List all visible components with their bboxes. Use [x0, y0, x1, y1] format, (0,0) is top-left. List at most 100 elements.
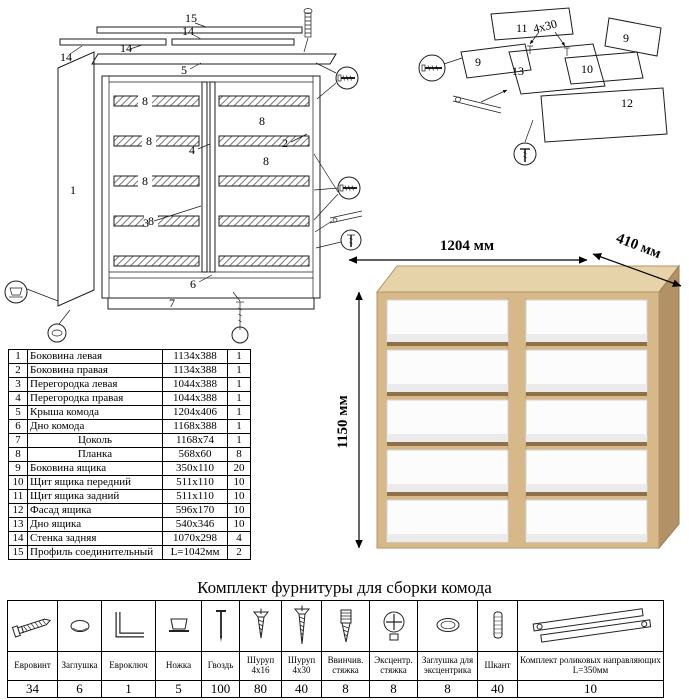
insert-nut-icon	[340, 609, 351, 643]
part-qty: 10	[227, 489, 251, 504]
cam-cap-icon	[436, 618, 459, 632]
hardware-cell	[201, 600, 240, 652]
part-name: Щит ящика передний	[27, 475, 163, 490]
part-name: Боковина правая	[27, 363, 163, 378]
leg-icon	[168, 618, 189, 632]
small-screw-icon	[564, 47, 570, 56]
part-qty: 8	[227, 447, 251, 462]
part-name: Щит ящика задний	[27, 489, 163, 504]
part-size: 1070x298	[162, 531, 228, 546]
part-qty: 10	[227, 503, 251, 518]
part-size: 596x170	[162, 503, 228, 518]
part-number: 10	[8, 475, 28, 490]
callout-9: 9	[623, 31, 629, 45]
callout-8: 8	[142, 174, 148, 188]
hardware-cell	[101, 600, 156, 652]
part-number: 14	[8, 531, 28, 546]
part-size: 1134x388	[162, 349, 228, 364]
hardware-qty: 1	[101, 680, 156, 698]
part-qty: 1	[227, 433, 251, 448]
callout-14: 14	[60, 50, 72, 64]
hardware-cell	[281, 600, 322, 652]
part-number: 4	[8, 391, 28, 406]
part-connecting-profile	[96, 26, 303, 34]
dresser-right-face	[658, 264, 680, 550]
callout-3: 3	[143, 216, 149, 230]
roller-guide-icon	[452, 89, 508, 114]
part-qty: 1	[227, 419, 251, 434]
part-name: Стенка задняя	[27, 531, 163, 546]
callout-6: 6	[190, 277, 196, 291]
hardware-qty: 5	[155, 680, 202, 698]
part-drawer-side	[604, 17, 662, 57]
hardware-qty: 8	[369, 680, 418, 698]
part-size: 1204x406	[162, 405, 228, 420]
drawer-rails	[113, 95, 310, 267]
hardware-qty: 8	[417, 680, 478, 698]
part-number: 11	[8, 489, 28, 504]
hardware-name: Шуруп 4x30	[281, 651, 322, 681]
part-name: Крыша комода	[27, 405, 163, 420]
part-drawer-bottom	[508, 43, 606, 95]
callout-10: 10	[581, 62, 593, 76]
part-number: 2	[8, 363, 28, 378]
part-name: Фасад ящика	[27, 503, 163, 518]
roller-guides-icon	[532, 608, 651, 643]
part-partition-right	[209, 81, 216, 273]
part-qty: 1	[227, 377, 251, 392]
svg-text:410 мм: 410 мм	[614, 230, 663, 262]
cap-icon	[70, 620, 89, 632]
euro-screw-detail	[315, 62, 359, 100]
drawer-exploded-diagram: 11 4x30 9 9 13 10 12	[418, 7, 668, 166]
hardware-kit-title: Комплект фурнитуры для сборки комода	[197, 578, 492, 597]
part-qty: 2	[227, 545, 251, 560]
callout-8: 8	[263, 154, 269, 168]
euro-screw-detail	[313, 153, 361, 221]
callout-14: 14	[182, 24, 194, 38]
callout-12: 12	[621, 96, 633, 110]
part-size: 350x110	[162, 461, 228, 476]
leg-detail	[4, 280, 59, 304]
hardware-names-row: Евровинт Заглушка Евроключ Ножка Гвоздь …	[7, 651, 664, 681]
euro-screw-detail	[418, 54, 463, 82]
callout-8: 8	[148, 214, 154, 228]
part-number: 7	[8, 433, 28, 448]
part-qty: 4	[227, 531, 251, 546]
hardware-name: Эксцентр. стяжка	[369, 651, 418, 681]
part-drawer-back	[490, 7, 574, 41]
part-number: 8	[8, 447, 28, 462]
callout-5: 5	[181, 63, 187, 77]
part-qty: 1	[227, 391, 251, 406]
part-number: 5	[8, 405, 28, 420]
screw-4x16-icon	[252, 608, 269, 639]
part-number: 13	[8, 517, 28, 532]
part-name: Профиль соединительный	[27, 545, 163, 560]
hardware-qty: 80	[239, 680, 282, 698]
hardware-qty: 40	[281, 680, 322, 698]
screw-detail	[231, 291, 249, 344]
callout-9: 9	[475, 55, 481, 69]
hardware-cell	[477, 600, 518, 652]
part-name: Дно комода	[27, 419, 163, 434]
hardware-cell	[369, 600, 418, 652]
hardware-name: Шкант	[477, 651, 518, 681]
hardware-cell	[57, 600, 102, 652]
callout-7: 7	[169, 296, 175, 310]
part-qty: 10	[227, 517, 251, 532]
hardware-name: Шуруп 4x16	[239, 651, 282, 681]
part-drawer-fascia	[540, 87, 668, 143]
part-number: 6	[8, 419, 28, 434]
svg-text:1204 мм: 1204 мм	[440, 238, 494, 254]
hardware-qty: 34	[7, 680, 58, 698]
part-qty: 1	[227, 349, 251, 364]
hardware-name: Ножка	[155, 651, 202, 681]
